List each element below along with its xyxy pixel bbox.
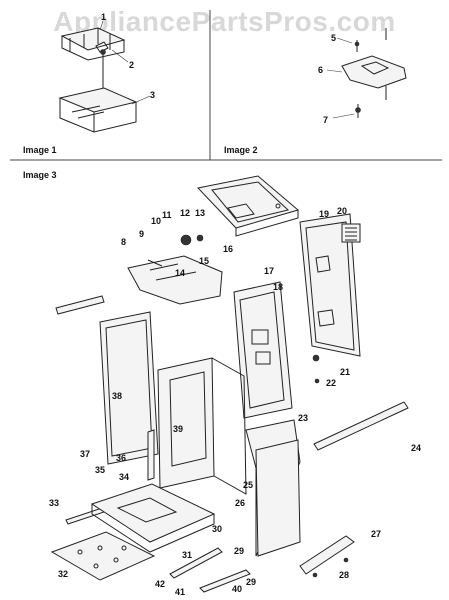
image3-left-side-panel [99,311,159,465]
callout: 10 [151,216,162,226]
callout: 7 [323,115,329,125]
image3-kick-strip [147,429,155,481]
callout: 2 [129,60,135,70]
image2-bracket [341,28,407,118]
image3-top-panel [197,175,300,237]
image3-drawer-glide [299,535,355,575]
callout: 41 [175,587,186,597]
image3-clip-21 [312,354,320,362]
image1-leaders [99,20,151,105]
callout: 39 [173,424,184,434]
callout: 21 [340,367,351,377]
callout: 18 [273,282,284,292]
image3-vent [341,223,361,243]
image3-base-pan [90,483,216,553]
callout: 31 [182,550,193,560]
callout: 27 [371,529,382,539]
callout: 25 [243,480,254,490]
image3-rail-lower [199,569,251,593]
callout: 3 [150,90,156,100]
callout: 17 [264,266,275,276]
callout: 35 [95,465,106,475]
callout: 11 [162,210,172,220]
callout: 19 [319,209,330,219]
callout: 38 [112,391,123,401]
callout: 12 [180,208,191,218]
callout: 1 [101,12,107,22]
callout: 8 [121,237,127,247]
panel-label-image1: Image 1 [23,145,57,155]
callout: 13 [195,208,206,218]
callout: 28 [339,570,350,580]
callout: 9 [139,229,145,239]
image3-screw-27 [343,557,349,563]
callout: 14 [175,268,186,278]
callout: 23 [298,413,309,423]
callout: 20 [337,206,348,216]
image3-bottom-plate [50,531,156,581]
image3-right-panel-face [255,439,301,557]
image3-back-wall [233,281,293,419]
image2-leaders [326,37,355,119]
callout: 15 [199,256,210,266]
site-watermark: AppliancePartsPros.com [53,6,396,37]
callout: 26 [235,498,246,508]
callout: 6 [318,65,324,75]
callout: 36 [116,453,127,463]
image3-rail-upper [169,547,223,579]
callout: 22 [326,378,337,388]
image3-screw-28 [312,572,318,578]
callout: 40 [232,584,243,594]
callout: 29 [234,546,245,556]
callout: 33 [49,498,60,508]
image3-oven-frame [157,357,247,495]
callout: 16 [223,244,234,254]
callout: 34 [119,472,130,482]
callout: 42 [155,579,166,589]
callout: 30 [212,524,223,534]
image1-bracket-assembly [58,27,138,133]
image3-side-strip [55,295,105,315]
callout: 37 [80,449,91,459]
callout: 24 [411,443,422,453]
image3-rear-panel [299,213,361,357]
image3-trim-strip [313,401,409,451]
image3-screw-22 [314,378,320,384]
callout: 29 [246,577,257,587]
callout: 32 [58,569,69,579]
callout: 5 [331,33,337,43]
panel-label-image3: Image 3 [23,170,57,180]
image3-control-bracket [127,234,223,305]
panel-label-image2: Image 2 [224,145,258,155]
